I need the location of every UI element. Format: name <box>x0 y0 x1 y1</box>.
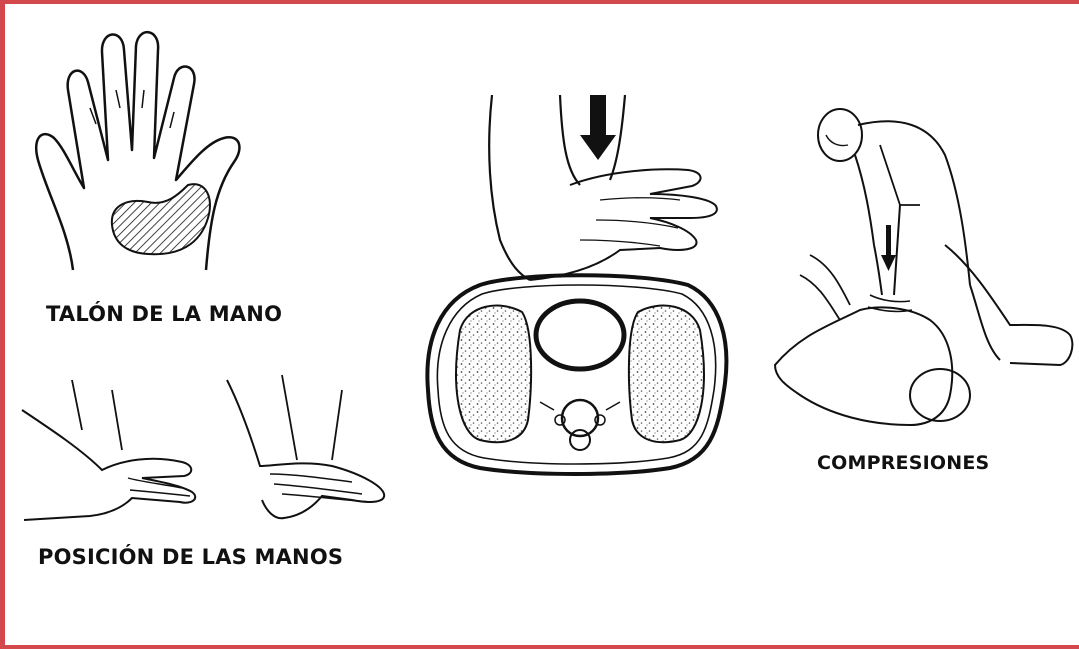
down-arrow-icon-2 <box>881 225 896 271</box>
hand-position-caption: POSICIÓN DE LAS MANOS <box>38 545 343 569</box>
palm-illustration <box>28 20 268 280</box>
left-lung <box>456 306 531 443</box>
heel-of-hand-caption: TALÓN DE LA MANO <box>46 302 282 326</box>
compressions-caption: COMPRESIONES <box>817 452 989 474</box>
down-arrow-icon <box>580 95 616 160</box>
right-lung <box>629 306 704 443</box>
chest-cross-section-illustration <box>420 90 740 480</box>
hand-position-illustration <box>12 370 392 540</box>
heart <box>536 301 624 369</box>
rescuer-compressions-illustration <box>770 95 1079 455</box>
